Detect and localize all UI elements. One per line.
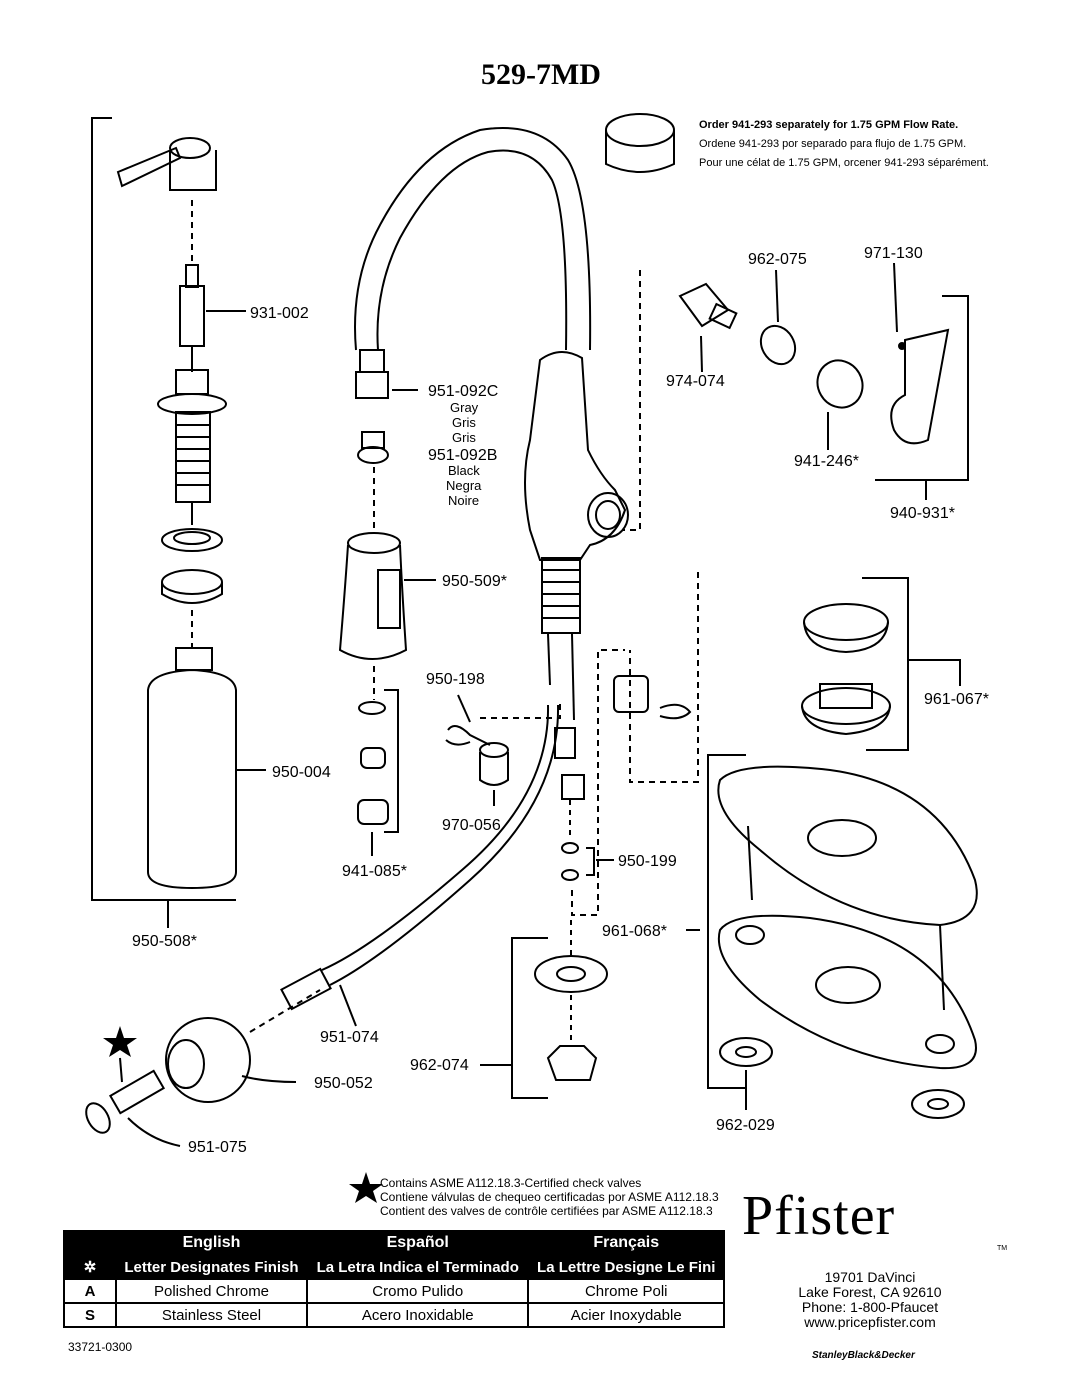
bracket-941-085 bbox=[384, 689, 399, 833]
subheader-english: Letter Designates Finish bbox=[114, 1254, 309, 1280]
label-941-246: 941-246* bbox=[794, 453, 859, 470]
legend-en: Contains ASME A112.18.3-Certified check … bbox=[380, 1176, 642, 1190]
spray-head bbox=[338, 532, 408, 660]
finish-en: Polished Chrome bbox=[114, 1278, 309, 1304]
label-950-198: 950-198 bbox=[426, 671, 485, 688]
legend-es: Contiene válvulas de chequeo certificada… bbox=[380, 1190, 719, 1204]
star-icon bbox=[103, 1026, 137, 1057]
label-962-029: 962-029 bbox=[716, 1117, 775, 1134]
finish-code: A bbox=[63, 1278, 117, 1304]
label-black: Black bbox=[448, 463, 480, 478]
label-962-074: 962-074 bbox=[410, 1057, 469, 1074]
legend-fr: Contient des valves de contrôle certifié… bbox=[380, 1204, 713, 1218]
label-noire: Noire bbox=[448, 493, 479, 508]
label-951-075: 951-075 bbox=[188, 1139, 247, 1156]
page-title: 529-7MD bbox=[481, 58, 601, 91]
label-971-130: 971-130 bbox=[864, 245, 923, 262]
finish-code: S bbox=[63, 1302, 117, 1328]
brand-logo: Pfister bbox=[742, 1185, 896, 1247]
label-974-074: 974-074 bbox=[666, 373, 725, 390]
header-english: English bbox=[114, 1230, 309, 1256]
supply-connector bbox=[613, 675, 692, 720]
hose-weight bbox=[165, 1017, 251, 1103]
soap-bottle bbox=[147, 647, 237, 890]
document-number: 33721-0300 bbox=[68, 1340, 133, 1354]
label-negra: Negra bbox=[446, 478, 482, 493]
label-951-092c: 951-092C bbox=[428, 383, 498, 400]
quick-connect bbox=[445, 725, 509, 786]
aerator-note-en: Order 941-293 separately for 1.75 GPM Fl… bbox=[699, 119, 959, 131]
spray-connector-951-092 bbox=[355, 349, 389, 464]
check-valve bbox=[85, 1069, 166, 1134]
aerator-note: Order 941-293 separately for 1.75 GPM Fl… bbox=[699, 116, 989, 173]
label-951-092b: 951-092B bbox=[428, 447, 497, 464]
aerator-note-fr: Pour une célat de 1.75 GPM, orcener 941-… bbox=[699, 157, 989, 169]
washer bbox=[161, 528, 223, 552]
deck-plate bbox=[717, 765, 978, 1070]
header-francais: Français bbox=[527, 1230, 725, 1256]
finish-fr: Chrome Poli bbox=[527, 1278, 725, 1304]
manufacturer-logo: StanleyBlack&Decker bbox=[812, 1350, 915, 1361]
address-line: 19701 DaVinci bbox=[824, 1269, 916, 1285]
label-962-075: 962-075 bbox=[748, 251, 807, 268]
label-950-004: 950-004 bbox=[272, 764, 331, 781]
escutcheon-ring bbox=[801, 603, 891, 736]
label-950-509: 950-509* bbox=[442, 573, 507, 590]
bracket-961-067 bbox=[862, 577, 909, 751]
soap-pump-head bbox=[116, 137, 217, 191]
pump-threaded-body bbox=[157, 369, 227, 525]
finish-symbol: ✲ bbox=[63, 1254, 117, 1280]
label-961-067: 961-067* bbox=[924, 691, 989, 708]
subheader-francais: La Lettre Designe Le Fini bbox=[527, 1254, 725, 1280]
bracket-950-508 bbox=[91, 117, 236, 901]
table-row: A Polished Chrome Cromo Pulido Chrome Po… bbox=[63, 1278, 725, 1304]
finish-en: Stainless Steel bbox=[114, 1302, 309, 1328]
label-gris-2: Gris bbox=[452, 430, 476, 445]
label-950-052: 950-052 bbox=[314, 1075, 373, 1092]
finish-fr: Acier Inoxydable bbox=[527, 1302, 725, 1328]
subheader-espanol: La Letra Indica el Terminado bbox=[306, 1254, 530, 1280]
table-row: S Stainless Steel Acero Inoxidable Acier… bbox=[63, 1302, 725, 1328]
label-gris-1: Gris bbox=[452, 415, 476, 430]
company-address: 19701 DaVinci Lake Forest, CA 92610 Phon… bbox=[770, 1270, 970, 1330]
website: www.pricepfister.com bbox=[804, 1314, 936, 1330]
check-valve-legend: Contains ASME A112.18.3-Certified check … bbox=[380, 1176, 719, 1218]
handle-assembly bbox=[678, 282, 950, 445]
bracket-962-074 bbox=[511, 937, 548, 1099]
pull-out-hose bbox=[280, 704, 560, 1011]
label-951-074: 951-074 bbox=[320, 1029, 379, 1046]
legend-star-icon bbox=[349, 1172, 383, 1203]
pump-stem bbox=[179, 264, 205, 372]
label-950-508: 950-508* bbox=[132, 933, 197, 950]
label-940-931: 940-931* bbox=[890, 505, 955, 522]
finish-table: English Español Français ✲ Letter Design… bbox=[63, 1230, 725, 1328]
mounting-nut-962-029 bbox=[719, 1037, 965, 1119]
finish-es: Acero Inoxidable bbox=[306, 1302, 530, 1328]
label-gray: Gray bbox=[450, 400, 479, 415]
aerator-941-293 bbox=[605, 113, 675, 173]
faucet-spout bbox=[354, 127, 592, 351]
phone: Phone: 1-800-Pfaucet bbox=[801, 1299, 939, 1315]
trademark: TM bbox=[997, 1245, 1008, 1252]
label-931-002: 931-002 bbox=[250, 305, 309, 322]
bracket-961-068 bbox=[707, 754, 746, 1089]
label-950-199: 950-199 bbox=[618, 853, 677, 870]
address-line: Lake Forest, CA 92610 bbox=[798, 1284, 942, 1300]
label-941-085: 941-085* bbox=[342, 863, 407, 880]
header-espanol: Español bbox=[306, 1230, 530, 1256]
faucet-body bbox=[524, 351, 629, 721]
aerator-note-es: Ordene 941-293 por separado para flujo d… bbox=[699, 138, 967, 150]
bracket-940-931 bbox=[875, 295, 969, 481]
label-961-068: 961-068* bbox=[602, 923, 667, 940]
mounting-nut bbox=[161, 569, 223, 604]
finish-es: Cromo Pulido bbox=[306, 1278, 530, 1304]
label-970-056: 970-056 bbox=[442, 817, 501, 834]
